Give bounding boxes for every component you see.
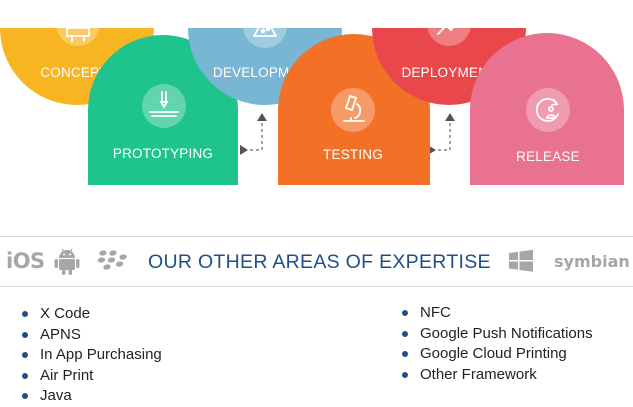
bullet-icon [22,331,28,338]
stage-prototyping-shape [88,35,238,185]
release-icon [535,98,559,122]
blackberry-icon [96,237,132,285]
list-item: Other Framework [402,365,593,386]
stage-prototyping: PROTOTYPING [88,35,238,185]
plug-icon [437,11,461,35]
list-item: Google Push Notifications [402,324,593,345]
ideas-icon-badge [56,2,100,46]
bullet-icon [22,352,28,358]
bullet-icon [402,310,408,316]
microscope-icon-badge [331,88,375,132]
bullet-icon [22,311,28,317]
list-item-label: Air Print [40,366,94,384]
ideas-icon [66,10,93,42]
microscope-icon [343,94,365,122]
stage-release-label: RELEASE [516,149,580,164]
android-icon [54,237,80,285]
arrow-up-icon [445,113,455,121]
divider-top [0,236,633,237]
flask-icon-badge [243,4,287,48]
stage-deployment-label: DEPLOYMENT [401,65,496,80]
connector-testing-deployment [432,120,451,151]
list-item: X Code [22,304,162,325]
list-item-label: NFC [420,304,451,321]
ios-logo: iOS [6,249,45,273]
list-item: Google Cloud Printing [402,344,593,365]
list-item: NFC [402,303,593,324]
list-item: Air Print [22,366,162,387]
process-flow: CONCEPT PROTOTYPING DEVELOPMENT TESTING [0,2,624,185]
arrow-right-icon [240,145,248,155]
list-item: Java [22,386,162,407]
plug-icon-badge [427,2,471,46]
expertise-title: OUR OTHER AREAS OF EXPERTISE [148,251,491,273]
bullet-icon [402,371,408,378]
stage-prototyping-label: PROTOTYPING [113,146,213,161]
bullet-icon [402,330,408,337]
bullet-icon [402,351,408,357]
list-item-label: Google Cloud Printing [420,345,567,362]
list-item: In App Purchasing [22,345,162,366]
bullet-icon [22,393,28,399]
list-item-label: APNS [40,325,81,343]
stage-release-shape [470,33,624,185]
expertise-list-left: X Code APNS In App Purchasing Air Print … [22,304,162,407]
list-item-label: Other Framework [420,365,537,383]
expertise-bar: iOS [0,237,633,285]
bullet-icon [22,372,28,379]
flask-icon [253,12,277,37]
list-item-label: In App Purchasing [40,346,162,363]
windows-icon [508,237,534,285]
arrow-up-icon [257,113,267,121]
list-item-label: X Code [40,305,91,322]
stage-testing-label: TESTING [323,147,383,162]
symbian-logo: symbian [554,251,630,271]
expertise-list-right: NFC Google Push Notifications Google Clo… [402,303,593,385]
list-item: APNS [22,325,162,346]
printer-3d-icon [149,91,179,117]
release-icon-badge [526,88,570,132]
list-item-label: Google Push Notifications [420,324,593,342]
stage-release: RELEASE [470,33,624,185]
stage-concept-label: CONCEPT [40,65,107,80]
divider-bottom [0,286,633,287]
connector-prototyping-development [244,120,263,151]
list-item-label: Java [40,387,72,404]
